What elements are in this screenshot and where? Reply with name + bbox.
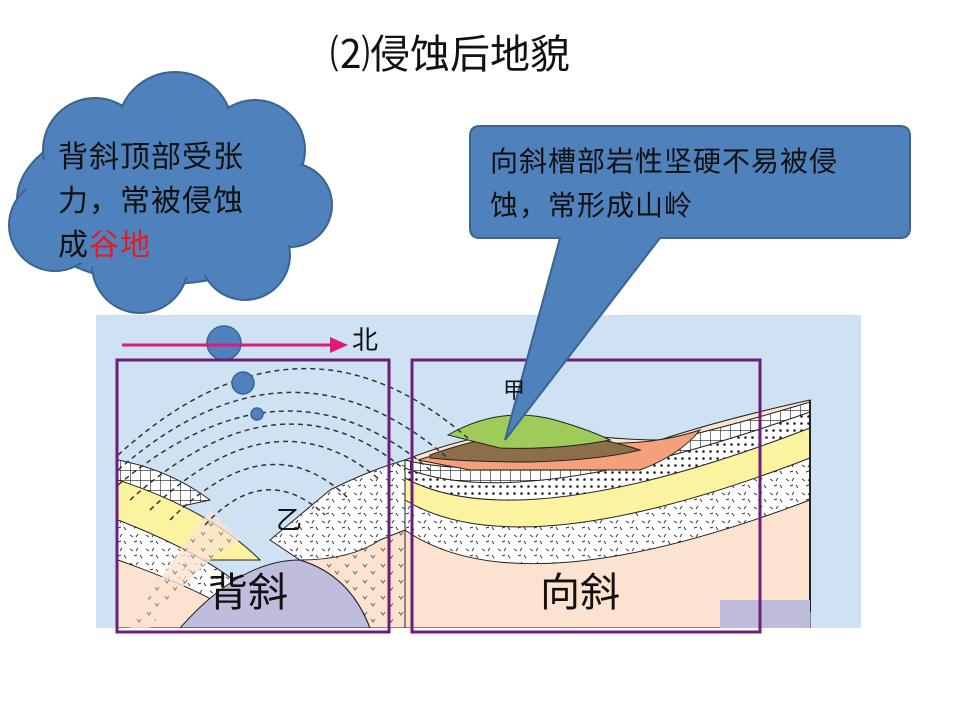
label-jia: 甲 <box>503 379 526 404</box>
cloud-callout <box>8 71 333 314</box>
north-label: 北 <box>352 326 379 356</box>
cloud-text: 背斜顶部受张力，常被侵蚀成谷地 <box>58 140 244 263</box>
speech-callout <box>469 125 911 441</box>
page-title: ⑵侵蚀后地貌 <box>330 32 570 78</box>
syncline-box <box>410 358 762 634</box>
label-anticline: 背斜 <box>208 570 288 616</box>
anticline-box <box>115 358 391 634</box>
geology-cross-section <box>96 315 861 634</box>
label-yi: 乙 <box>276 506 303 536</box>
callout-text: 向斜槽部岩性坚硬不易被侵蚀，常形成山岭 <box>490 145 839 222</box>
label-syncline: 向斜 <box>540 570 620 616</box>
highlight-text: 谷地 <box>89 228 151 263</box>
